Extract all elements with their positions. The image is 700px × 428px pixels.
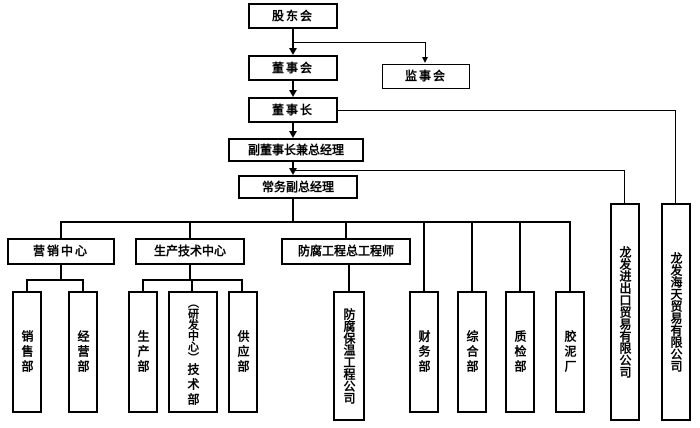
node-shareholders[interactable]: 股东会 xyxy=(248,3,338,29)
node-production-department[interactable]: 生产部 xyxy=(128,291,158,413)
connector-chairman-to-haitian-horizontal xyxy=(338,110,676,111)
connector-marketing-center-bus xyxy=(26,279,84,281)
node-haitian-trading-company[interactable]: 龙发海天贸易有限公司 xyxy=(661,203,691,421)
connector-marketing-center-stem xyxy=(60,265,62,280)
node-general-affairs-department[interactable]: 综合部 xyxy=(457,291,487,413)
arrow-to-exec-deputy-gm xyxy=(289,168,297,175)
connector-bus-to-finance-department xyxy=(423,221,425,291)
node-finance-department[interactable]: 财务部 xyxy=(409,291,439,413)
technology-department-subtitle: （研发中心） xyxy=(186,296,200,363)
node-anticorrosion-chief-engineer[interactable]: 防腐工程总工程师 xyxy=(281,238,411,265)
node-anticorrosion-insulation-company[interactable]: 防腐保温工程公司 xyxy=(333,291,365,421)
connector-shareholders-to-board xyxy=(292,42,294,48)
connector-bus-to-marketing-center xyxy=(60,221,62,238)
connector-production-tech-to-production-department xyxy=(142,279,144,291)
node-board-of-supervisors[interactable]: 监事会 xyxy=(382,64,470,89)
connector-bus-to-production-tech-center xyxy=(189,221,191,238)
technology-department-label: 技术部 xyxy=(186,362,200,408)
node-cement-factory[interactable]: 胶泥厂 xyxy=(555,291,585,413)
arrow-to-vice-chairman xyxy=(289,131,297,138)
connector-chairman-to-vice-chairman xyxy=(292,123,294,131)
connector-main-horizontal-bus xyxy=(60,221,571,223)
node-quality-inspection-department[interactable]: 质检部 xyxy=(505,291,535,413)
node-production-technology-center[interactable]: 生产技术中心 xyxy=(135,238,245,265)
connector-import-export-drop xyxy=(624,170,625,203)
connector-marketing-to-sales-department xyxy=(26,279,28,291)
node-operations-department[interactable]: 经营部 xyxy=(68,291,98,413)
connector-vice-chairman-to-exec-deputy xyxy=(292,162,294,168)
connector-production-tech-center-stem xyxy=(189,265,191,280)
connector-board-to-chairman xyxy=(292,81,294,90)
connector-exec-deputy-stem xyxy=(292,199,294,222)
connector-marketing-to-operations-department xyxy=(82,279,84,291)
node-vice-chairman-general-manager[interactable]: 副董事长兼总经理 xyxy=(228,138,364,162)
connector-bus-to-anticorrosion-chief-engineer xyxy=(345,221,347,238)
node-import-export-trading-company[interactable]: 龙发进出口贸易有限公司 xyxy=(610,203,640,421)
arrow-to-supervisors xyxy=(422,57,428,63)
connector-bus-to-general-affairs-department xyxy=(471,221,473,291)
node-executive-deputy-general-manager[interactable]: 常务副总经理 xyxy=(238,175,358,199)
node-technology-department[interactable]: （研发中心） 技术部 xyxy=(168,291,218,413)
arrow-to-board xyxy=(289,48,297,55)
connector-haitian-drop xyxy=(675,110,676,203)
node-chairman[interactable]: 董事长 xyxy=(248,97,338,123)
connector-anticorrosion-chief-to-company xyxy=(348,265,350,291)
connector-vice-chairman-to-import-export-horizontal xyxy=(292,170,625,171)
connector-shareholders-stem xyxy=(292,29,294,43)
node-marketing-center[interactable]: 营销中心 xyxy=(7,238,115,265)
connector-shareholders-to-supervisors-horizontal xyxy=(292,42,426,43)
connector-bus-to-quality-inspection-department xyxy=(519,221,521,291)
node-board-of-directors[interactable]: 董事会 xyxy=(248,55,338,81)
arrow-to-chairman xyxy=(289,90,297,97)
connector-bus-to-cement-factory xyxy=(569,221,571,291)
node-supply-department[interactable]: 供应部 xyxy=(228,291,258,413)
connector-supervisors-drop xyxy=(425,42,426,57)
node-sales-department[interactable]: 销售部 xyxy=(12,291,42,413)
connector-production-tech-to-supply-department xyxy=(241,279,243,291)
connector-production-tech-to-technology-department xyxy=(191,279,193,291)
